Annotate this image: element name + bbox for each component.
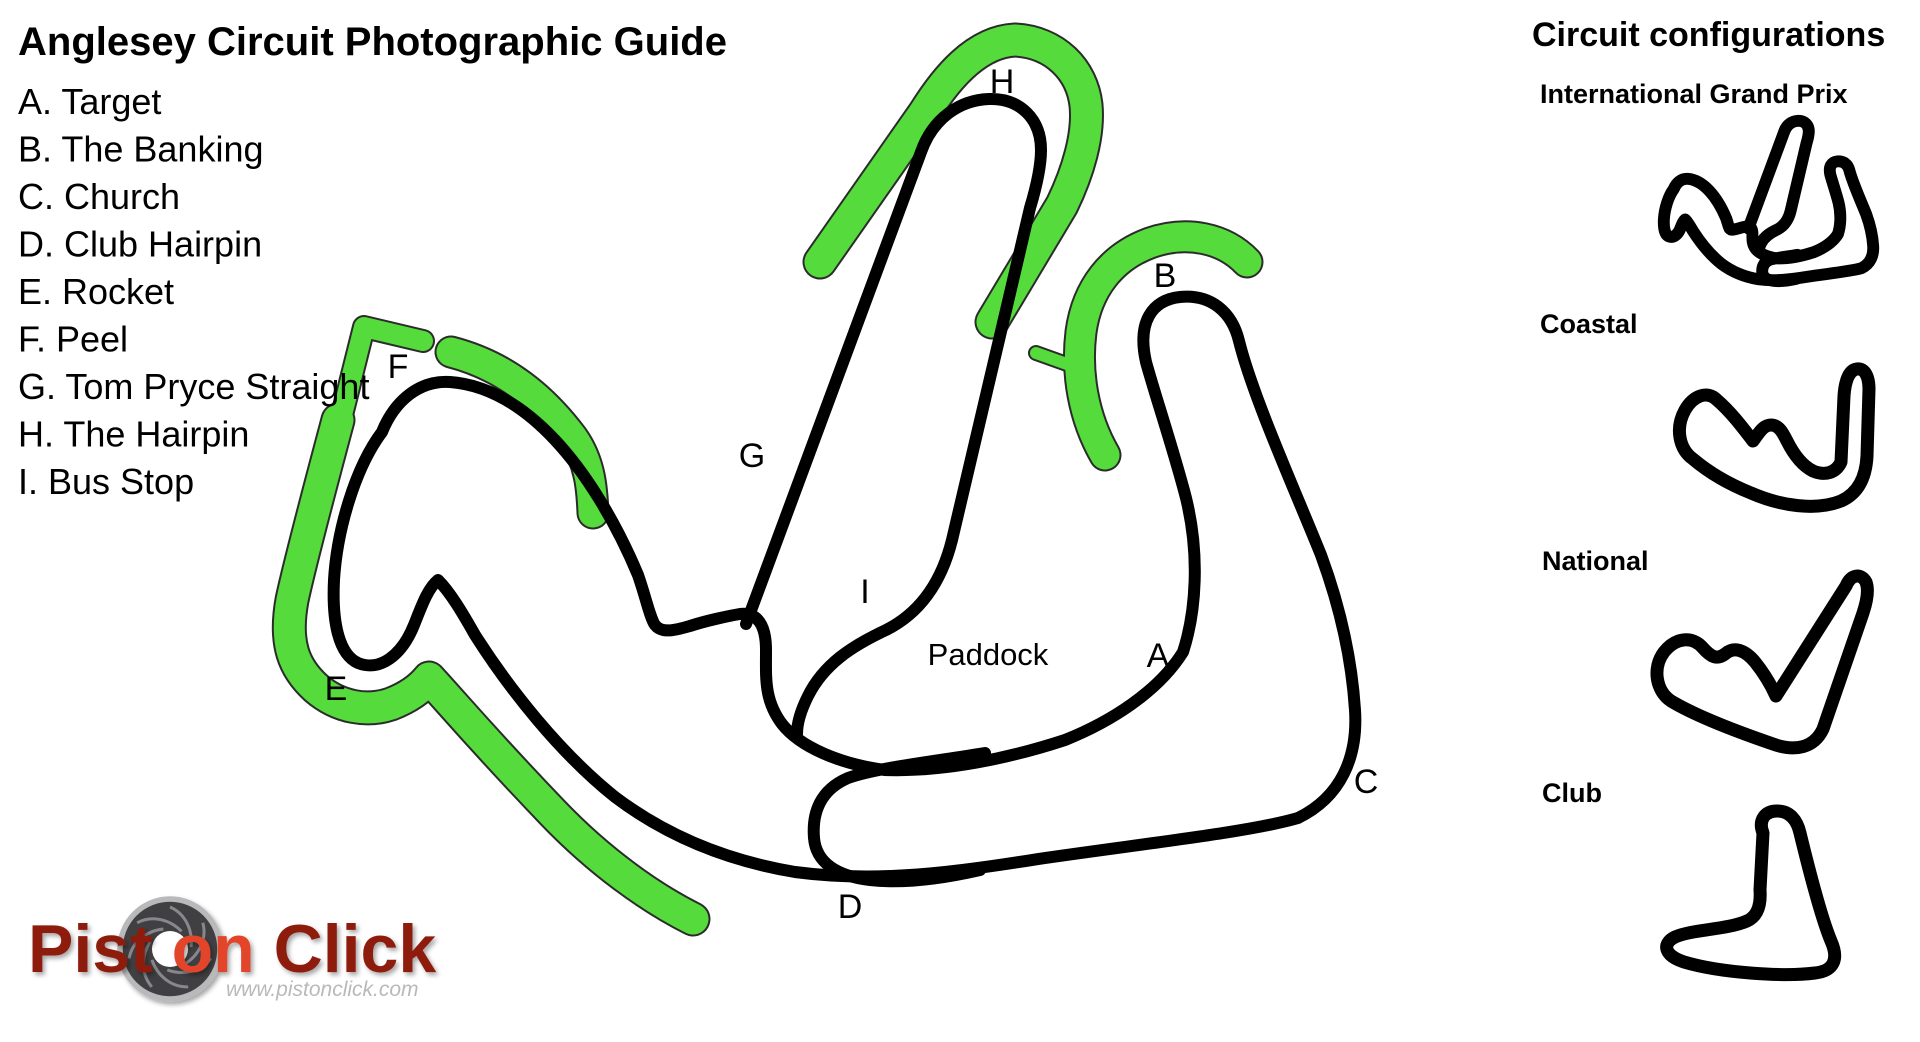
legend-item-peel: F. Peel [18, 319, 128, 360]
config-title-coastal: Coastal [1540, 309, 1638, 339]
legend-item-target: A. Target [18, 81, 161, 122]
logo-wordmark: Pist on Click [28, 911, 436, 987]
legend-item-the-hairpin: H. The Hairpin [18, 414, 249, 455]
corner-label-c: C [1354, 763, 1379, 801]
circuit-club-hairpin [814, 753, 985, 881]
config-title-club: Club [1542, 778, 1602, 808]
viewing-band-outlines [289, 40, 1247, 919]
corner-label-g: G [739, 437, 765, 475]
corner-label-d: D [838, 888, 863, 926]
mini-track-club [1660, 804, 1842, 982]
track-map: A B C D E F G H I Paddock [289, 40, 1378, 926]
circuit-main-loop [334, 297, 1356, 877]
legend-item-bus-stop: I. Bus Stop [18, 461, 194, 502]
sidebar-heading: Circuit configurations [1532, 16, 1885, 54]
legend-item-club-hairpin: D. Club Hairpin [18, 224, 262, 265]
logo-text-click: Click [274, 911, 437, 987]
corner-labels: A B C D E F G H I Paddock [325, 63, 1379, 926]
mini-track-coastal [1672, 362, 1876, 513]
viewing-bands [289, 40, 1247, 919]
corner-label-a: A [1147, 637, 1170, 675]
mini-track-international-grand-prix [1664, 121, 1873, 281]
mini-tracks [1650, 121, 1876, 982]
viewing-band-hairpin [820, 40, 1086, 322]
corner-label-b: B [1154, 257, 1177, 295]
legend-item-tom-pryce-straight: G. Tom Pryce Straight [18, 366, 369, 407]
config-title-international-grand-prix: International Grand Prix [1540, 79, 1848, 109]
page-title: Anglesey Circuit Photographic Guide [18, 20, 727, 64]
paddock-label: Paddock [928, 637, 1049, 672]
legend-item-church: C. Church [18, 176, 180, 217]
pistonclick-logo: Pist on Click www.pistonclick.com [28, 896, 436, 1002]
legend-item-rocket: E. Rocket [18, 271, 174, 312]
corner-label-f: F [388, 348, 409, 386]
logo-text-pist: Pist [28, 911, 153, 987]
legend: Anglesey Circuit Photographic Guide A. T… [18, 20, 727, 502]
corner-label-e: E [325, 670, 348, 708]
camera-aperture-icon [117, 896, 223, 1002]
mini-igp-club [1762, 255, 1797, 281]
logo-text-on: on [172, 911, 255, 987]
mini-track-national [1650, 569, 1874, 755]
logo-website-url: www.pistonclick.com [226, 978, 419, 1001]
corner-label-h: H [990, 63, 1015, 101]
corner-label-i: I [860, 573, 869, 611]
sidebar-circuit-configurations: Circuit configurations International Gra… [1532, 16, 1885, 982]
config-title-national: National [1542, 546, 1649, 576]
legend-item-banking: B. The Banking [18, 129, 264, 170]
